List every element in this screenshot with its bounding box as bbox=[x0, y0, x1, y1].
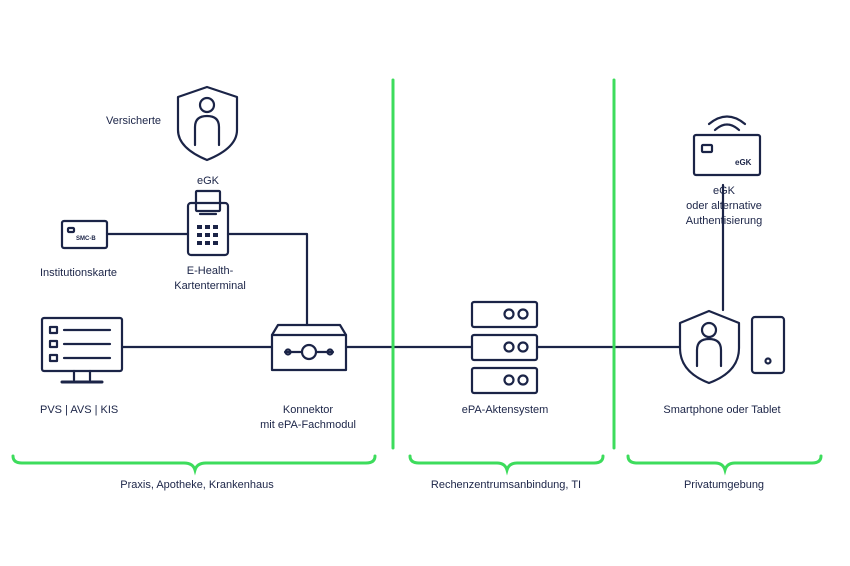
terminal-keypad bbox=[197, 225, 218, 245]
label-pvs: PVS | AVS | KIS bbox=[40, 404, 119, 416]
label-egk-card: eGK bbox=[735, 158, 752, 167]
label-versicherte: Versicherte bbox=[106, 115, 162, 127]
zone-brace-rechenzentrum bbox=[408, 454, 605, 476]
label-aktensystem: ePA-Aktensystem bbox=[461, 404, 549, 416]
label-egk-alt-line2: oder alternative bbox=[686, 200, 762, 212]
label-egk: eGK bbox=[196, 175, 220, 187]
monitor-icon bbox=[40, 316, 124, 384]
label-institutionskarte: Institutionskarte bbox=[40, 267, 118, 279]
label-egk-alt-line1: eGK bbox=[712, 185, 736, 197]
egk-contactless-card-icon bbox=[692, 115, 762, 177]
tablet-icon bbox=[750, 315, 786, 375]
shield-person-icon bbox=[176, 85, 239, 162]
label-egk-alt-line3: Authentisierung bbox=[685, 215, 763, 227]
card-terminal-icon bbox=[186, 189, 230, 257]
label-konnektor-line2: mit ePA-Fachmodul bbox=[260, 419, 356, 431]
server-stack-icon bbox=[470, 300, 539, 395]
label-smcb-card: SMC-B bbox=[76, 236, 96, 242]
label-konnektor-line1: Konnektor bbox=[282, 404, 334, 416]
label-terminal-line2: Kartenterminal bbox=[174, 280, 246, 292]
konnektor-icon bbox=[270, 323, 348, 372]
zone-brace-privat bbox=[626, 454, 823, 476]
phone-icon bbox=[678, 309, 741, 385]
label-smartphone: Smartphone oder Tablet bbox=[663, 404, 781, 416]
zone-label-praxis: Praxis, Apotheke, Krankenhaus bbox=[120, 479, 274, 491]
zone-label-rechenzentrum: Rechenzentrumsanbindung, TI bbox=[430, 479, 582, 491]
link-terminal-konnektor bbox=[226, 232, 309, 327]
zone-brace-praxis bbox=[11, 454, 377, 476]
label-terminal-line1: E-Health- bbox=[186, 265, 234, 277]
zone-label-privat: Privatumgebung bbox=[683, 479, 765, 491]
smc-b-card-icon bbox=[60, 219, 109, 250]
